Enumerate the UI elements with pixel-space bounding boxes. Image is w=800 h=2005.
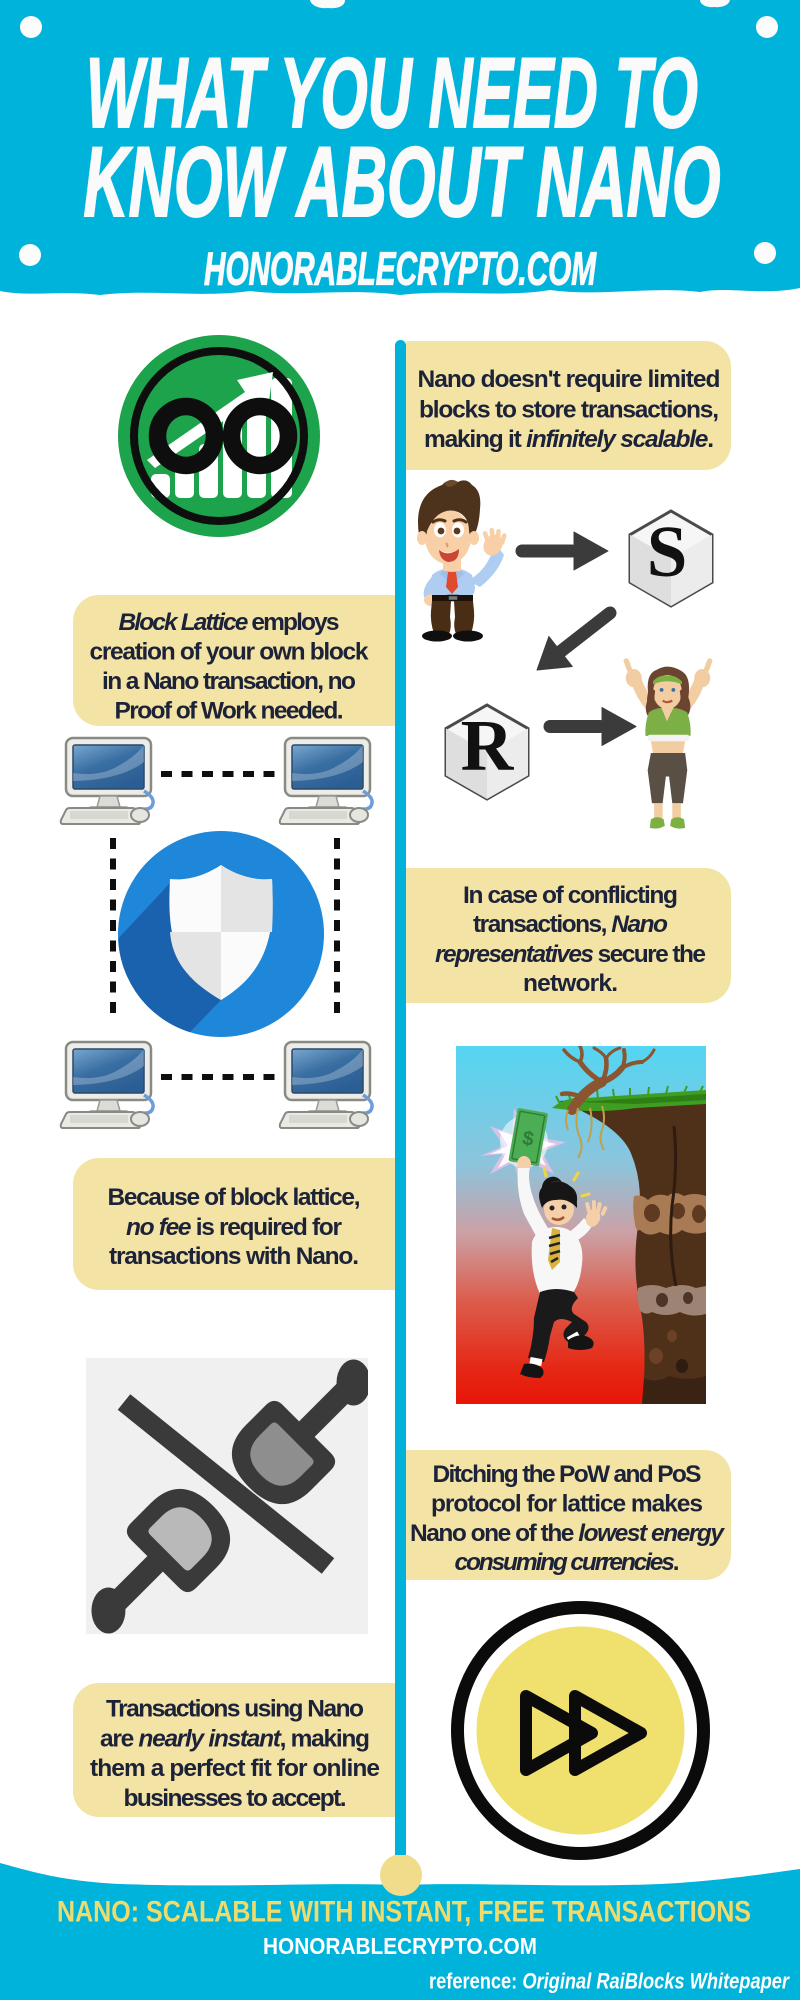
svg-text:representatives secure the: representatives secure the <box>435 941 706 968</box>
svg-text:Ditching the PoW and PoS: Ditching the PoW and PoS <box>433 1461 702 1488</box>
svg-text:Nano one of the lowest energy: Nano one of the lowest energy <box>410 1520 725 1547</box>
svg-text:HONORABLECRYPTO.COM: HONORABLECRYPTO.COM <box>263 1933 537 1959</box>
svg-text:network.: network. <box>523 970 618 997</box>
svg-text:Proof of Work needed.: Proof of Work needed. <box>115 698 344 725</box>
svg-text:no fee is required for: no fee is required for <box>126 1214 342 1241</box>
svg-text:them a perfect fit for online: them a perfect fit for online <box>90 1755 380 1782</box>
svg-text:Block Lattice employs: Block Lattice employs <box>119 609 340 636</box>
svg-text:$: $ <box>521 1127 536 1151</box>
svg-text:HONORABLECRYPTO.COM: HONORABLECRYPTO.COM <box>204 243 597 295</box>
svg-text:WHAT YOU NEED TO: WHAT YOU NEED TO <box>86 37 698 148</box>
svg-text:Because of block lattice,: Because of block lattice, <box>108 1184 361 1211</box>
svg-text:In case of conflicting: In case of conflicting <box>463 882 678 909</box>
svg-text:transactions, Nano: transactions, Nano <box>473 911 668 938</box>
svg-text:transactions with Nano.: transactions with Nano. <box>109 1243 359 1270</box>
svg-text:blocks to store transactions,: blocks to store transactions, <box>419 396 719 423</box>
svg-text:consuming currencies.: consuming currencies. <box>455 1549 680 1576</box>
svg-text:protocol for lattice makes: protocol for lattice makes <box>431 1491 703 1518</box>
svg-text:in a Nano transaction, no: in a Nano transaction, no <box>102 668 356 695</box>
svg-text:making it infinitely scalable.: making it infinitely scalable. <box>424 426 714 453</box>
svg-text:creation of your own block: creation of your own block <box>90 639 369 666</box>
svg-text:Nano doesn't require limited: Nano doesn't require limited <box>418 366 721 393</box>
svg-text:S: S <box>647 511 688 592</box>
svg-text:reference: Original RaiBlocks: reference: Original RaiBlocks Whitepaper <box>429 1969 790 1994</box>
svg-text:businesses to accept.: businesses to accept. <box>124 1785 347 1812</box>
svg-text:are nearly instant, making: are nearly instant, making <box>100 1725 370 1752</box>
svg-text:KNOW ABOUT NANO: KNOW ABOUT NANO <box>84 126 721 237</box>
svg-text:R: R <box>461 705 515 786</box>
svg-text:NANO: SCALABLE WITH INSTANT, F: NANO: SCALABLE WITH INSTANT, FREE TRANSA… <box>57 1896 751 1929</box>
svg-text:Transactions using Nano: Transactions using Nano <box>106 1696 364 1723</box>
